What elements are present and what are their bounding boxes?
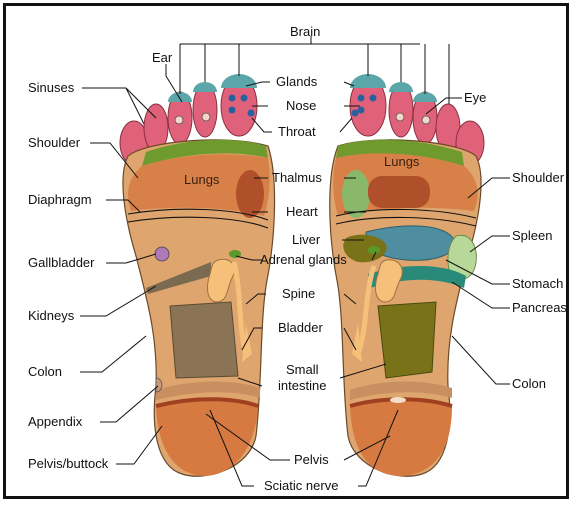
label-lungs-left: Lungs <box>184 172 220 187</box>
label-spine: Spine <box>282 286 315 301</box>
label-adrenal-glands: Adrenal glands <box>260 252 347 267</box>
reflexology-chart: Brain Ear Sinuses Glands Nose Throat Eye… <box>3 3 569 499</box>
label-sciatic-nerve: Sciatic nerve <box>264 478 338 493</box>
label-eye: Eye <box>464 90 486 105</box>
label-shoulder-left: Shoulder <box>28 135 81 150</box>
label-nose: Nose <box>286 98 316 113</box>
label-colon-right: Colon <box>512 376 546 391</box>
label-ear: Ear <box>152 50 173 65</box>
label-lungs-right: Lungs <box>384 154 420 169</box>
label-pancreas: Pancreas <box>512 300 566 315</box>
label-shoulder-right: Shoulder <box>512 170 565 185</box>
label-bladder: Bladder <box>278 320 323 335</box>
left-foot <box>120 74 275 476</box>
label-liver: Liver <box>292 232 321 247</box>
label-throat: Throat <box>278 124 316 139</box>
label-sinuses: Sinuses <box>28 80 75 95</box>
label-small-intestine-1: Small <box>286 362 319 377</box>
label-kidneys: Kidneys <box>28 308 75 323</box>
labels: Brain Ear Sinuses Glands Nose Throat Eye… <box>28 24 566 493</box>
label-gallbladder: Gallbladder <box>28 255 95 270</box>
label-diaphragm: Diaphragm <box>28 192 92 207</box>
label-stomach: Stomach <box>512 276 563 291</box>
label-thalmus: Thalmus <box>272 170 322 185</box>
label-colon-left: Colon <box>28 364 62 379</box>
label-heart: Heart <box>286 204 318 219</box>
label-brain: Brain <box>290 24 320 39</box>
label-spleen: Spleen <box>512 228 552 243</box>
foot-diagram: Brain Ear Sinuses Glands Nose Throat Eye… <box>6 6 566 496</box>
label-pelvis: Pelvis <box>294 452 329 467</box>
label-glands: Glands <box>276 74 318 89</box>
label-small-intestine-2: intestine <box>278 378 326 393</box>
label-appendix: Appendix <box>28 414 83 429</box>
right-foot <box>330 74 484 476</box>
label-pelvis-buttock: Pelvis/buttock <box>28 456 109 471</box>
